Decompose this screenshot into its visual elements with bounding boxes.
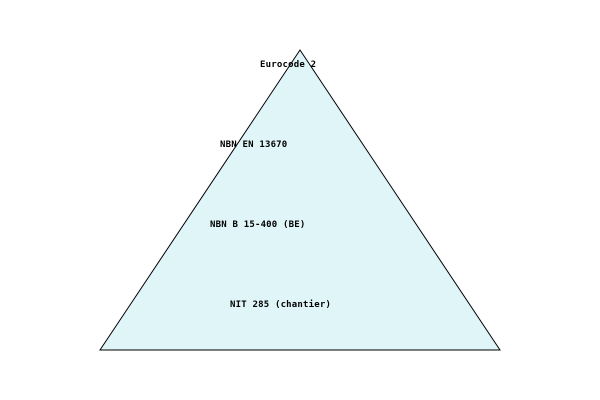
tier-label-nbn-en: NBN EN 13670 xyxy=(220,140,288,150)
tier-label-nit: NIT 285 (chantier) xyxy=(230,300,332,310)
tier-label-eurocode: Eurocode 2 xyxy=(260,60,317,70)
tier-label-nbn-b: NBN B 15-400 (BE) xyxy=(210,220,306,230)
pyramid-triangle xyxy=(99,49,501,351)
